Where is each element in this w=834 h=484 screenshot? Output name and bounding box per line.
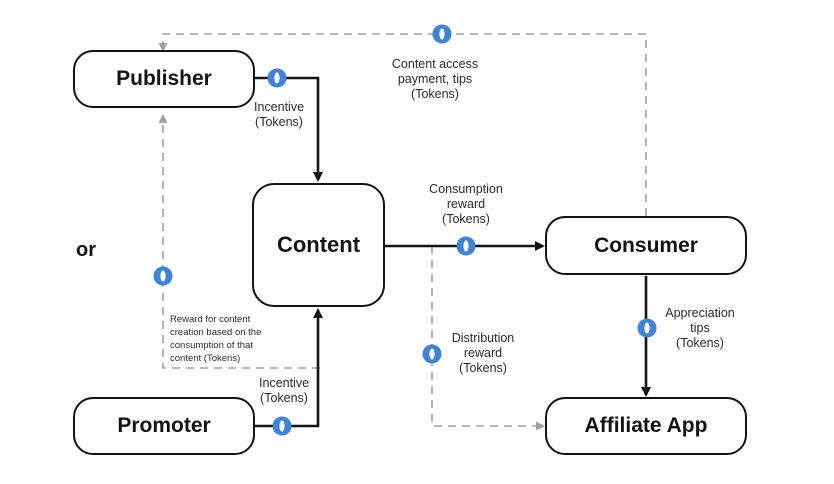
content-node: Content bbox=[252, 183, 385, 307]
reward-content-creation-label: Reward for content creation based on the… bbox=[170, 314, 262, 364]
publisher-node: Publisher bbox=[73, 50, 255, 108]
dashed-content-access-line bbox=[158, 33, 647, 216]
token-coin-icon bbox=[637, 318, 657, 338]
content-access-label: Content access payment, tips (Tokens) bbox=[391, 57, 479, 101]
content-label: Content bbox=[276, 232, 361, 257]
affiliate-app-label: Affiliate App bbox=[584, 414, 708, 437]
consumer-node: Consumer bbox=[545, 216, 747, 275]
appreciation-tips-label: Appreciation tips (Tokens) bbox=[665, 306, 735, 350]
token-coin-icon bbox=[272, 416, 292, 436]
affiliate-app-node: Affiliate App bbox=[545, 397, 747, 455]
dashed-reward-line bbox=[158, 114, 320, 369]
or-label: or bbox=[76, 239, 96, 261]
token-coin-icon bbox=[456, 236, 476, 256]
promoter-label: Promoter bbox=[117, 414, 211, 437]
incentive-top-label: Incentive (Tokens) bbox=[253, 100, 305, 129]
token-coin-icon bbox=[267, 68, 287, 88]
token-coin-icon bbox=[153, 266, 173, 286]
promoter-node: Promoter bbox=[73, 397, 255, 455]
publisher-label: Publisher bbox=[116, 67, 212, 90]
incentive-bottom-label: Incentive (Tokens) bbox=[258, 376, 310, 405]
distribution-reward-label: Distribution reward (Tokens) bbox=[451, 331, 515, 375]
dashed-distribution-line bbox=[431, 246, 545, 431]
token-coin-icon bbox=[432, 24, 452, 44]
consumer-label: Consumer bbox=[594, 233, 698, 257]
token-coin-icon bbox=[422, 344, 442, 364]
consumption-reward-label: Consumption reward (Tokens) bbox=[429, 182, 503, 226]
